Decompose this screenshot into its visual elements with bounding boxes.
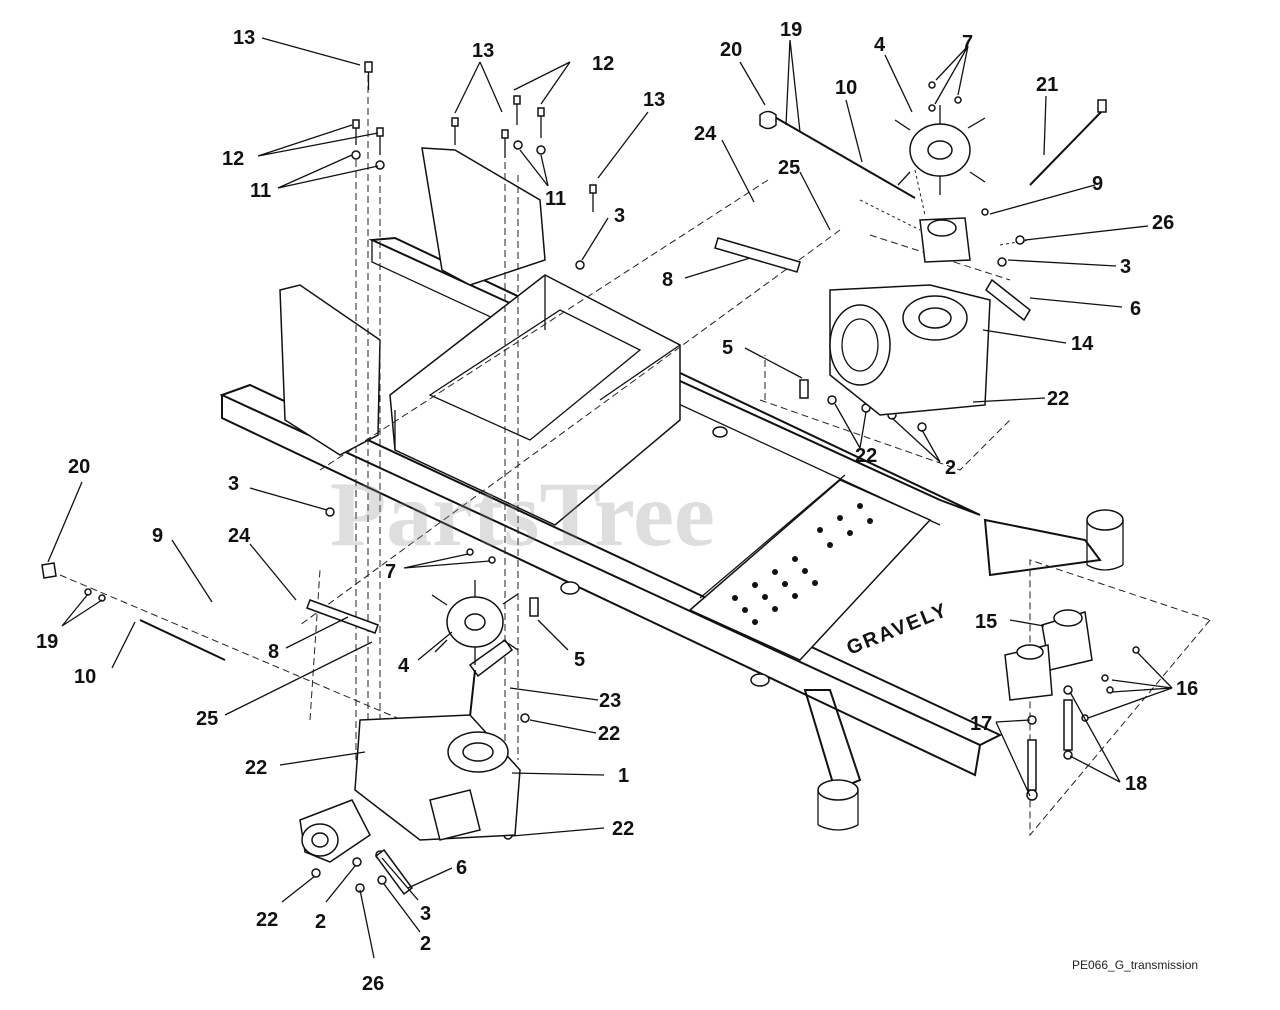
callout-2: 2 bbox=[420, 933, 431, 955]
callout-20: 20 bbox=[68, 456, 90, 478]
callout-3: 3 bbox=[420, 903, 431, 925]
callout-9: 9 bbox=[1092, 173, 1103, 195]
callout-5: 5 bbox=[722, 337, 733, 359]
callout-14: 14 bbox=[1071, 333, 1094, 355]
callout-10: 10 bbox=[74, 666, 96, 688]
callout-7: 7 bbox=[962, 32, 973, 54]
cooling-fan-lower bbox=[431, 580, 519, 665]
callout-5: 5 bbox=[574, 649, 585, 671]
callout-6: 6 bbox=[456, 857, 467, 879]
callout-7: 7 bbox=[385, 561, 396, 583]
callout-10: 10 bbox=[835, 77, 857, 99]
callout-4: 4 bbox=[874, 34, 886, 56]
chassis-frame bbox=[219, 147, 1124, 831]
callout-22: 22 bbox=[245, 757, 267, 779]
callout-16: 16 bbox=[1176, 678, 1198, 700]
callout-22: 22 bbox=[612, 818, 634, 840]
callout-24: 24 bbox=[228, 525, 251, 547]
callout-22: 22 bbox=[598, 723, 620, 745]
callout-26: 26 bbox=[1152, 212, 1174, 234]
callout-3: 3 bbox=[1120, 256, 1131, 278]
callout-20: 20 bbox=[720, 39, 742, 61]
callout-1: 1 bbox=[618, 765, 629, 787]
leader-lines bbox=[47, 37, 1173, 959]
damper-and-rod-parts bbox=[41, 99, 1107, 736]
callout-24: 24 bbox=[694, 123, 717, 145]
callout-3: 3 bbox=[228, 473, 239, 495]
callout-11: 11 bbox=[250, 180, 271, 202]
transaxle-left bbox=[299, 714, 521, 863]
callout-2: 2 bbox=[315, 911, 326, 933]
callout-4: 4 bbox=[398, 655, 410, 677]
callout-3: 3 bbox=[614, 205, 625, 227]
cooling-fan-upper bbox=[894, 105, 986, 195]
callout-6: 6 bbox=[1130, 298, 1141, 320]
callout-21: 21 bbox=[1036, 74, 1058, 96]
footrest-hole-pattern bbox=[732, 503, 873, 625]
callout-15: 15 bbox=[975, 611, 997, 633]
callout-18: 18 bbox=[1125, 773, 1147, 795]
transaxle-right bbox=[829, 217, 991, 416]
callout-25: 25 bbox=[196, 708, 218, 730]
callout-26: 26 bbox=[362, 973, 384, 995]
callout-13: 13 bbox=[472, 40, 494, 62]
svg-text:GRAVELY: GRAVELY bbox=[844, 599, 952, 660]
callout-8: 8 bbox=[268, 641, 279, 663]
pump-assembly bbox=[1004, 609, 1093, 791]
callout-12: 12 bbox=[592, 53, 614, 75]
callout-13: 13 bbox=[643, 89, 665, 111]
callout-22: 22 bbox=[1047, 388, 1069, 410]
callout-8: 8 bbox=[662, 269, 673, 291]
callout-13: 13 bbox=[233, 27, 255, 49]
gravely-decal: GRAVELY bbox=[844, 599, 952, 660]
callout-23: 23 bbox=[599, 690, 621, 712]
callout-17: 17 bbox=[970, 713, 992, 735]
diagram-id-caption: PE066_G_transmission bbox=[1072, 958, 1198, 972]
callout-12: 12 bbox=[222, 148, 244, 170]
callout-22: 22 bbox=[855, 445, 877, 467]
callout-19: 19 bbox=[36, 631, 58, 653]
callout-19: 19 bbox=[780, 19, 802, 41]
callout-labels: 13 12 11 13 12 11 13 3 8 24 25 20 19 10 … bbox=[36, 19, 1198, 995]
callout-2: 2 bbox=[945, 457, 956, 479]
callout-9: 9 bbox=[152, 525, 163, 547]
callout-22: 22 bbox=[256, 909, 278, 931]
partstree-watermark: PartsTree bbox=[330, 463, 715, 565]
callout-11: 11 bbox=[545, 188, 566, 210]
callout-25: 25 bbox=[778, 157, 800, 179]
